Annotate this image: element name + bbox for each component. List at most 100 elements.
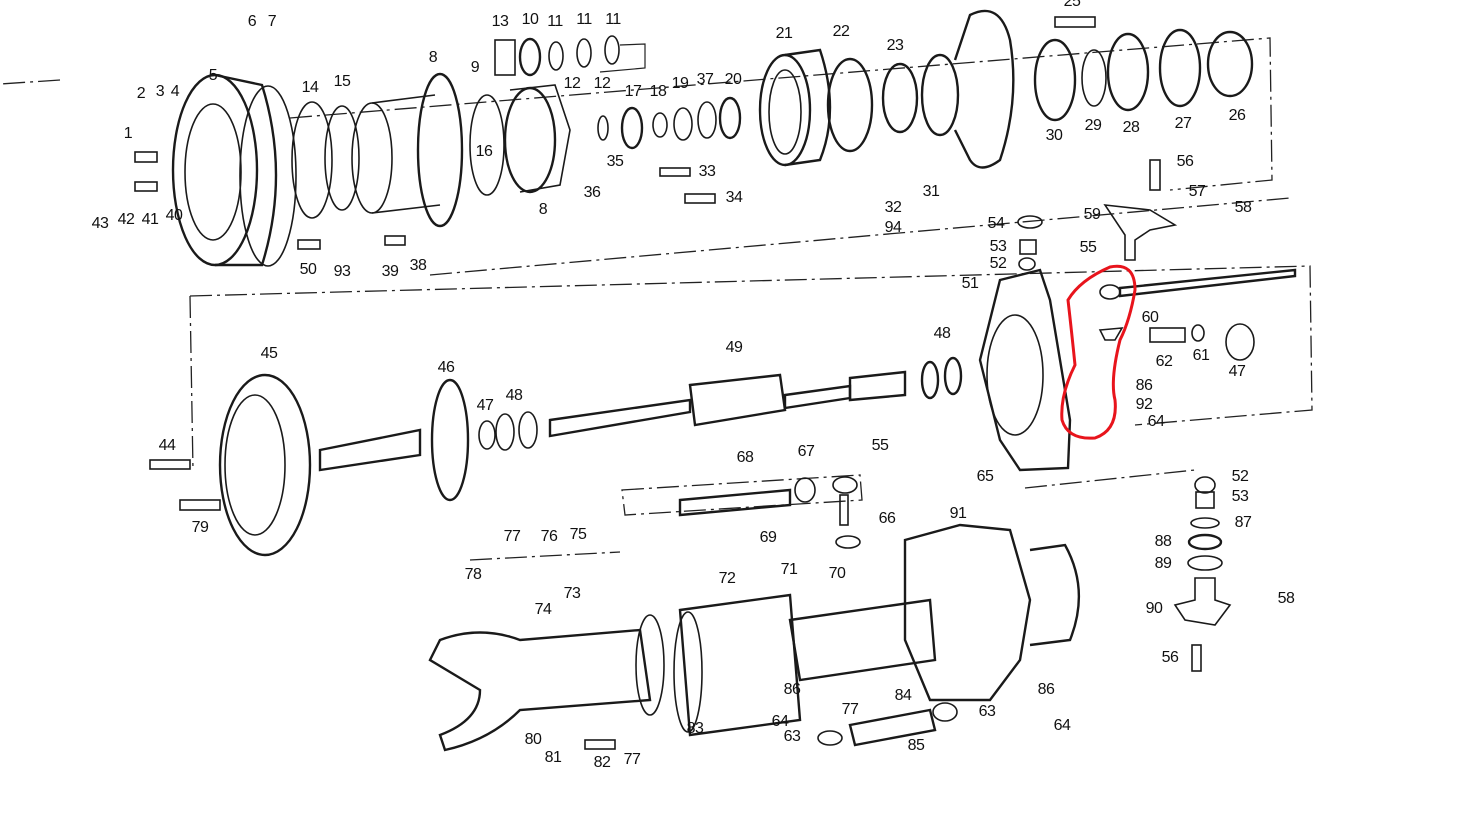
part-label-85: 85	[907, 737, 925, 754]
part-label-52: 52	[989, 255, 1007, 272]
part-label-39: 39	[381, 263, 399, 280]
part-label-92: 92	[1135, 396, 1153, 413]
part-label-16: 16	[475, 143, 493, 160]
part-label-55: 55	[871, 437, 889, 454]
part-label-58: 58	[1277, 590, 1295, 607]
part-label-60: 60	[1141, 309, 1159, 326]
part-label-2: 2	[136, 85, 146, 102]
part-label-67: 67	[797, 443, 815, 460]
part-label-11: 11	[576, 11, 592, 28]
part-label-53: 53	[1231, 488, 1249, 505]
part-label-78: 78	[464, 566, 482, 583]
part-label-93: 93	[333, 263, 351, 280]
part-label-27: 27	[1174, 115, 1192, 132]
hub-carrier	[351, 72, 571, 228]
drive-shaft	[548, 356, 963, 438]
bolts	[134, 151, 1202, 750]
part-label-38: 38	[409, 257, 427, 274]
part-label-75: 75	[569, 526, 587, 543]
part-label-51: 51	[961, 275, 979, 292]
part-label-34: 34	[725, 189, 743, 206]
part-label-20: 20	[724, 71, 742, 88]
part-label-80: 80	[524, 731, 542, 748]
part-label-94: 94	[884, 219, 902, 236]
part-label-44: 44	[158, 437, 176, 454]
brake-drum	[171, 73, 297, 267]
part-label-12: 12	[593, 75, 611, 92]
track-rod-end	[678, 476, 861, 549]
part-label-64: 64	[771, 713, 789, 730]
part-label-30: 30	[1045, 127, 1063, 144]
differential-housing	[673, 523, 1081, 737]
tie-rod	[1098, 268, 1297, 361]
drive-yoke	[428, 614, 665, 752]
part-label-32: 32	[884, 199, 902, 216]
part-label-47: 47	[1228, 363, 1246, 380]
part-label-81: 81	[544, 749, 562, 766]
part-label-35: 35	[606, 153, 624, 170]
part-label-64: 64	[1147, 413, 1165, 430]
part-label-25: 25	[1063, 0, 1081, 10]
plates	[291, 101, 360, 219]
part-label-79: 79	[191, 519, 209, 536]
part-label-77: 77	[503, 528, 521, 545]
part-label-56: 56	[1161, 649, 1179, 666]
part-label-1: 1	[123, 125, 133, 142]
kingpin-parts	[1017, 204, 1232, 626]
bearings-and-seals	[1033, 28, 1254, 122]
part-label-22: 22	[832, 23, 850, 40]
part-label-74: 74	[534, 601, 552, 618]
part-label-8: 8	[428, 49, 438, 66]
part-label-82: 82	[593, 754, 611, 771]
part-label-47: 47	[476, 397, 494, 414]
part-label-31: 31	[922, 183, 940, 200]
part-label-7: 7	[267, 13, 277, 30]
wheel-hub	[920, 9, 1096, 169]
part-label-70: 70	[828, 565, 846, 582]
part-label-88: 88	[1154, 533, 1172, 550]
part-label-63: 63	[978, 703, 996, 720]
stub-axle	[318, 378, 538, 502]
part-label-84: 84	[894, 687, 912, 704]
part-label-89: 89	[1154, 555, 1172, 572]
part-label-63: 63	[783, 728, 801, 745]
part-label-87: 87	[1234, 514, 1252, 531]
part-label-41: 41	[141, 211, 159, 228]
part-label-3: 3	[155, 83, 165, 100]
part-label-8: 8	[538, 201, 548, 218]
part-label-19: 19	[671, 75, 689, 92]
part-label-48: 48	[933, 325, 951, 342]
part-label-42: 42	[117, 211, 135, 228]
part-label-15: 15	[333, 73, 351, 90]
part-label-55: 55	[1079, 239, 1097, 256]
cylinder-85	[817, 702, 958, 747]
part-label-66: 66	[878, 510, 896, 527]
part-label-40: 40	[165, 207, 183, 224]
part-label-73: 73	[563, 585, 581, 602]
part-label-26: 26	[1228, 107, 1246, 124]
part-label-71: 71	[780, 561, 798, 578]
part-label-18: 18	[649, 83, 667, 100]
part-label-9: 9	[470, 59, 480, 76]
part-label-69: 69	[759, 529, 777, 546]
part-label-68: 68	[736, 449, 754, 466]
part-label-28: 28	[1122, 119, 1140, 136]
part-label-62: 62	[1155, 353, 1173, 370]
assembly-guide-lines	[0, 37, 1313, 561]
part-label-65: 65	[976, 468, 994, 485]
part-label-36: 36	[583, 184, 601, 201]
part-label-48: 48	[505, 387, 523, 404]
part-label-91: 91	[949, 505, 967, 522]
part-label-12: 12	[563, 75, 581, 92]
part-label-10: 10	[521, 11, 539, 28]
part-label-49: 49	[725, 339, 743, 356]
part-label-90: 90	[1145, 600, 1163, 617]
part-label-11: 11	[547, 13, 563, 30]
part-label-52: 52	[1231, 468, 1249, 485]
part-label-86: 86	[783, 681, 801, 698]
part-label-64: 64	[1053, 717, 1071, 734]
part-label-57: 57	[1188, 183, 1206, 200]
part-label-76: 76	[540, 528, 558, 545]
